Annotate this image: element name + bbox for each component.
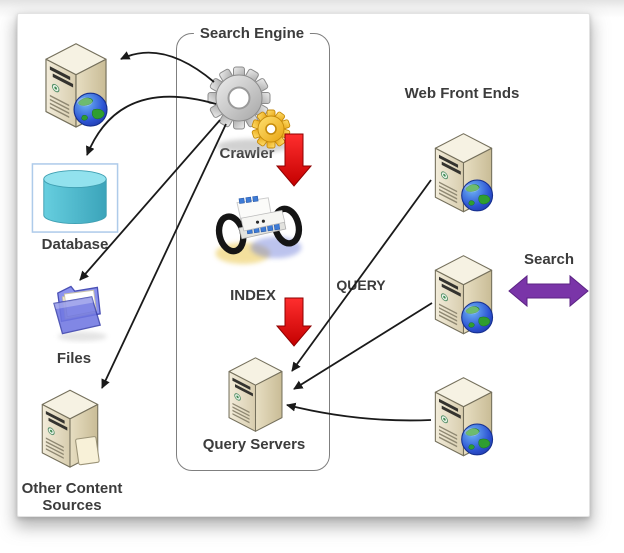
index-label: INDEX <box>230 287 276 304</box>
search-flow-label: Search <box>523 251 575 268</box>
diagram-canvas: Search Engine <box>17 13 590 517</box>
query-servers-label: Query Servers <box>202 436 306 453</box>
database-icon <box>31 163 119 233</box>
other-content-sources-label-line1: Other Content <box>21 480 123 497</box>
other-content-sources-server-icon <box>36 381 104 471</box>
search-engine-box-title: Search Engine <box>193 25 311 42</box>
other-content-sources-label: Other Content Sources <box>12 480 132 514</box>
files-label: Files <box>56 350 92 367</box>
files-folder-icon <box>53 285 107 342</box>
web-front-ends-label: Web Front Ends <box>404 85 520 102</box>
crawler-gears-icon <box>207 66 291 153</box>
index-rolodex-icon <box>215 195 303 265</box>
search-double-arrow <box>508 274 589 308</box>
query-server-icon <box>223 351 288 433</box>
web-front-end-server-2-icon <box>429 246 498 338</box>
query-flow-label: QUERY <box>336 277 386 293</box>
content-web-server-icon <box>39 36 113 129</box>
other-content-sources-label-line2: Sources <box>42 497 102 514</box>
database-label: Database <box>41 236 109 253</box>
web-front-end-server-3-icon <box>429 368 498 460</box>
web-front-end-server-1-icon <box>429 124 498 216</box>
